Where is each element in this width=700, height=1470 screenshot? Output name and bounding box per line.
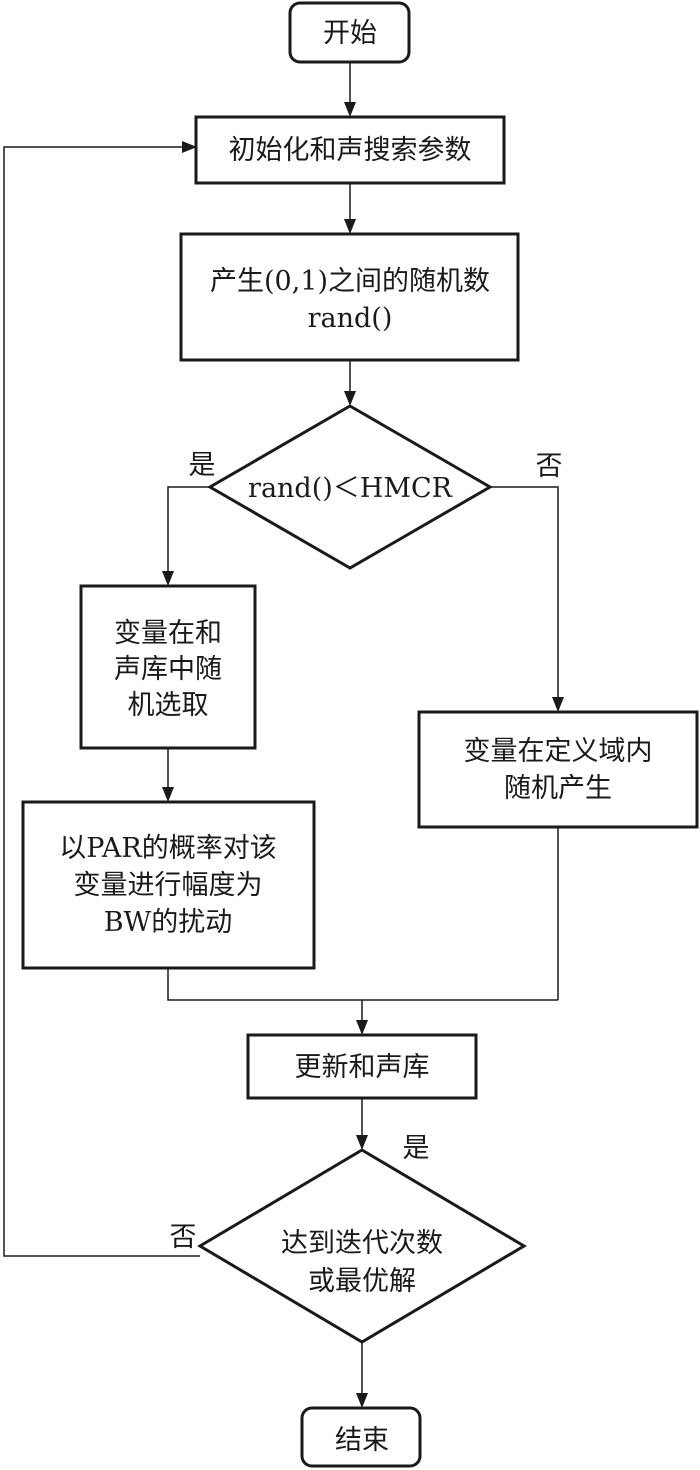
line-perturb-to-merge: [167, 968, 558, 1001]
start-terminal: [288, 1, 411, 64]
memory-pick-line3: 机选取: [128, 690, 209, 721]
init-process: [194, 115, 506, 185]
arrow-cond1-yes-to-pick: [167, 486, 210, 577]
end-label: 结束: [335, 1425, 389, 1456]
arrowhead: [182, 141, 197, 153]
hmcr-decision-label: rand()＜HMCR: [248, 473, 453, 504]
start-label: 开始: [323, 18, 377, 49]
arrowhead: [344, 219, 356, 234]
stop-decision: [197, 1148, 527, 1344]
arrowhead: [356, 1135, 368, 1150]
hmcr-no-label: 否: [536, 451, 563, 482]
init-label: 初始化和声搜索参数: [229, 135, 472, 166]
arrow-cond1-no-to-gen: [490, 486, 559, 703]
update-process: [246, 1033, 478, 1100]
stop-decision-line2: 或最优解: [308, 1266, 416, 1297]
memory-pick-line1: 变量在和: [114, 618, 222, 649]
arrow-cond2-no-loop-to-init: [3, 146, 200, 1257]
pitch-adjust-line2: 变量进行幅度为: [74, 870, 263, 901]
random-generate-line2: 随机产生: [504, 773, 612, 804]
hmcr-decision: [207, 404, 493, 570]
update-label: 更新和声库: [295, 1052, 430, 1083]
arrowhead: [162, 571, 174, 586]
arrowhead: [162, 787, 174, 802]
arrowhead: [356, 1020, 368, 1035]
random-label-line1: 产生(0,1)之间的随机数: [210, 266, 490, 297]
stop-yes-label: 是: [403, 1133, 430, 1164]
random-process: [179, 232, 520, 362]
pitch-adjust-line3: BW的扰动: [104, 907, 233, 938]
arrowhead: [344, 391, 356, 406]
memory-pick-line2: 声库中随: [114, 654, 222, 685]
random-generate-line1: 变量在定义域内: [464, 736, 653, 767]
arrowhead: [356, 1393, 368, 1408]
memory-pick-process: [79, 584, 257, 750]
stop-no-label: 否: [170, 1222, 197, 1253]
stop-decision-line1: 达到迭代次数: [281, 1228, 443, 1259]
connectors: [3, 62, 564, 1408]
arrowhead: [552, 697, 564, 712]
random-label-line2: rand(): [308, 303, 393, 334]
pitch-adjust-line1: 以PAR的概率对该: [59, 833, 277, 864]
hmcr-yes-label: 是: [189, 450, 216, 481]
arrowhead: [344, 102, 356, 117]
end-terminal: [300, 1406, 422, 1468]
random-generate-process: [417, 710, 699, 829]
pitch-adjust-process: [21, 800, 316, 970]
